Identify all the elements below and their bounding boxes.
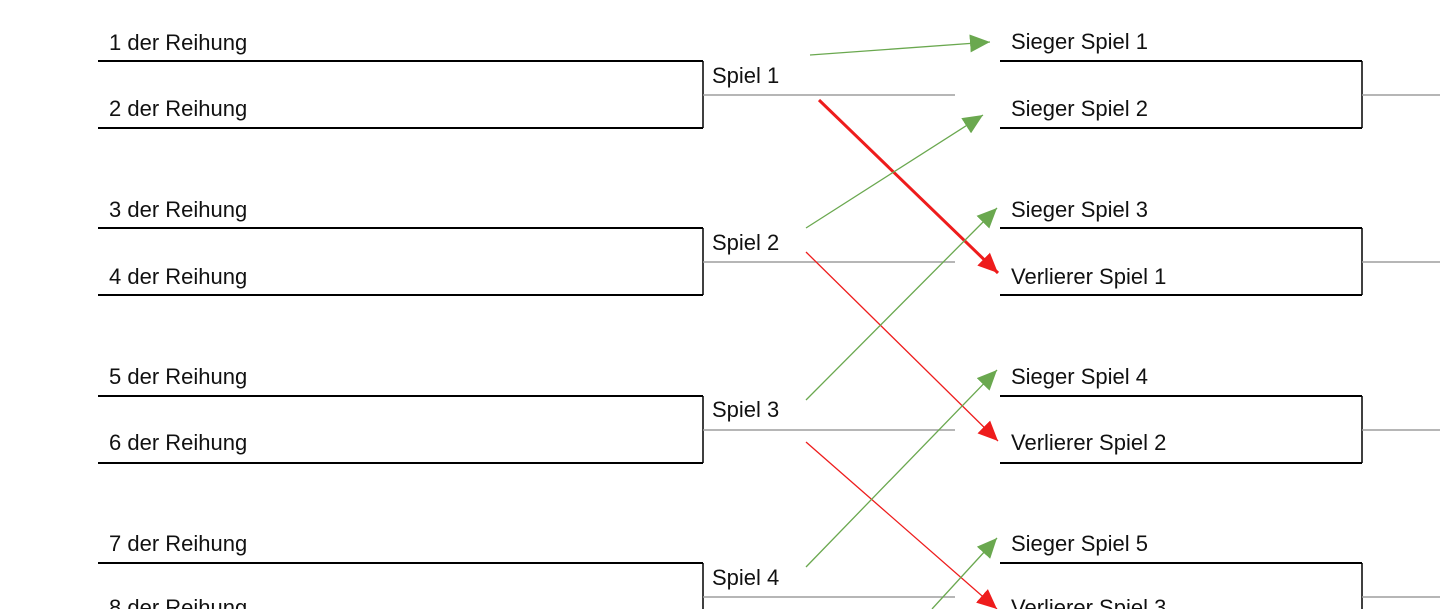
round2-slot-label: Sieger Spiel 5 — [1011, 531, 1148, 556]
winner-arrow — [805, 114, 984, 229]
round2-slot-label: Sieger Spiel 3 — [1011, 197, 1148, 222]
game-label: Spiel 2 — [712, 230, 780, 255]
round2-slot-label: Sieger Spiel 2 — [1011, 96, 1148, 121]
winner-arrow — [805, 207, 998, 401]
game-label: Spiel 4 — [712, 565, 780, 590]
round1-slot-label: 1 der Reihung — [109, 30, 248, 55]
loser-arrow — [817, 98, 1000, 275]
winner-arrow — [805, 369, 998, 568]
round1-slot-label: 2 der Reihung — [109, 96, 248, 121]
round2-slot-label: Sieger Spiel 1 — [1011, 29, 1148, 54]
loser-arrow — [805, 441, 998, 609]
winner-arrow — [809, 34, 991, 56]
round1-slot-label: 8 der Reihung — [109, 595, 248, 609]
round1-slot-label: 4 der Reihung — [109, 264, 248, 289]
game-label: Spiel 1 — [712, 63, 780, 88]
round2-slot-label: Sieger Spiel 4 — [1011, 364, 1148, 389]
loser-arrow — [805, 251, 999, 442]
round1-slot-label: 6 der Reihung — [109, 430, 248, 455]
game-label: Spiel 3 — [712, 397, 780, 422]
round2-slot-label: Verlierer Spiel 1 — [1011, 264, 1167, 289]
round1-slot-label: 3 der Reihung — [109, 197, 248, 222]
round2-slot-label: Verlierer Spiel 3 — [1011, 595, 1167, 609]
round2-slot-label: Verlierer Spiel 2 — [1011, 430, 1167, 455]
round1-slot-label: 7 der Reihung — [109, 531, 248, 556]
winner-arrow — [931, 537, 998, 609]
round1-slot-label: 5 der Reihung — [109, 364, 248, 389]
